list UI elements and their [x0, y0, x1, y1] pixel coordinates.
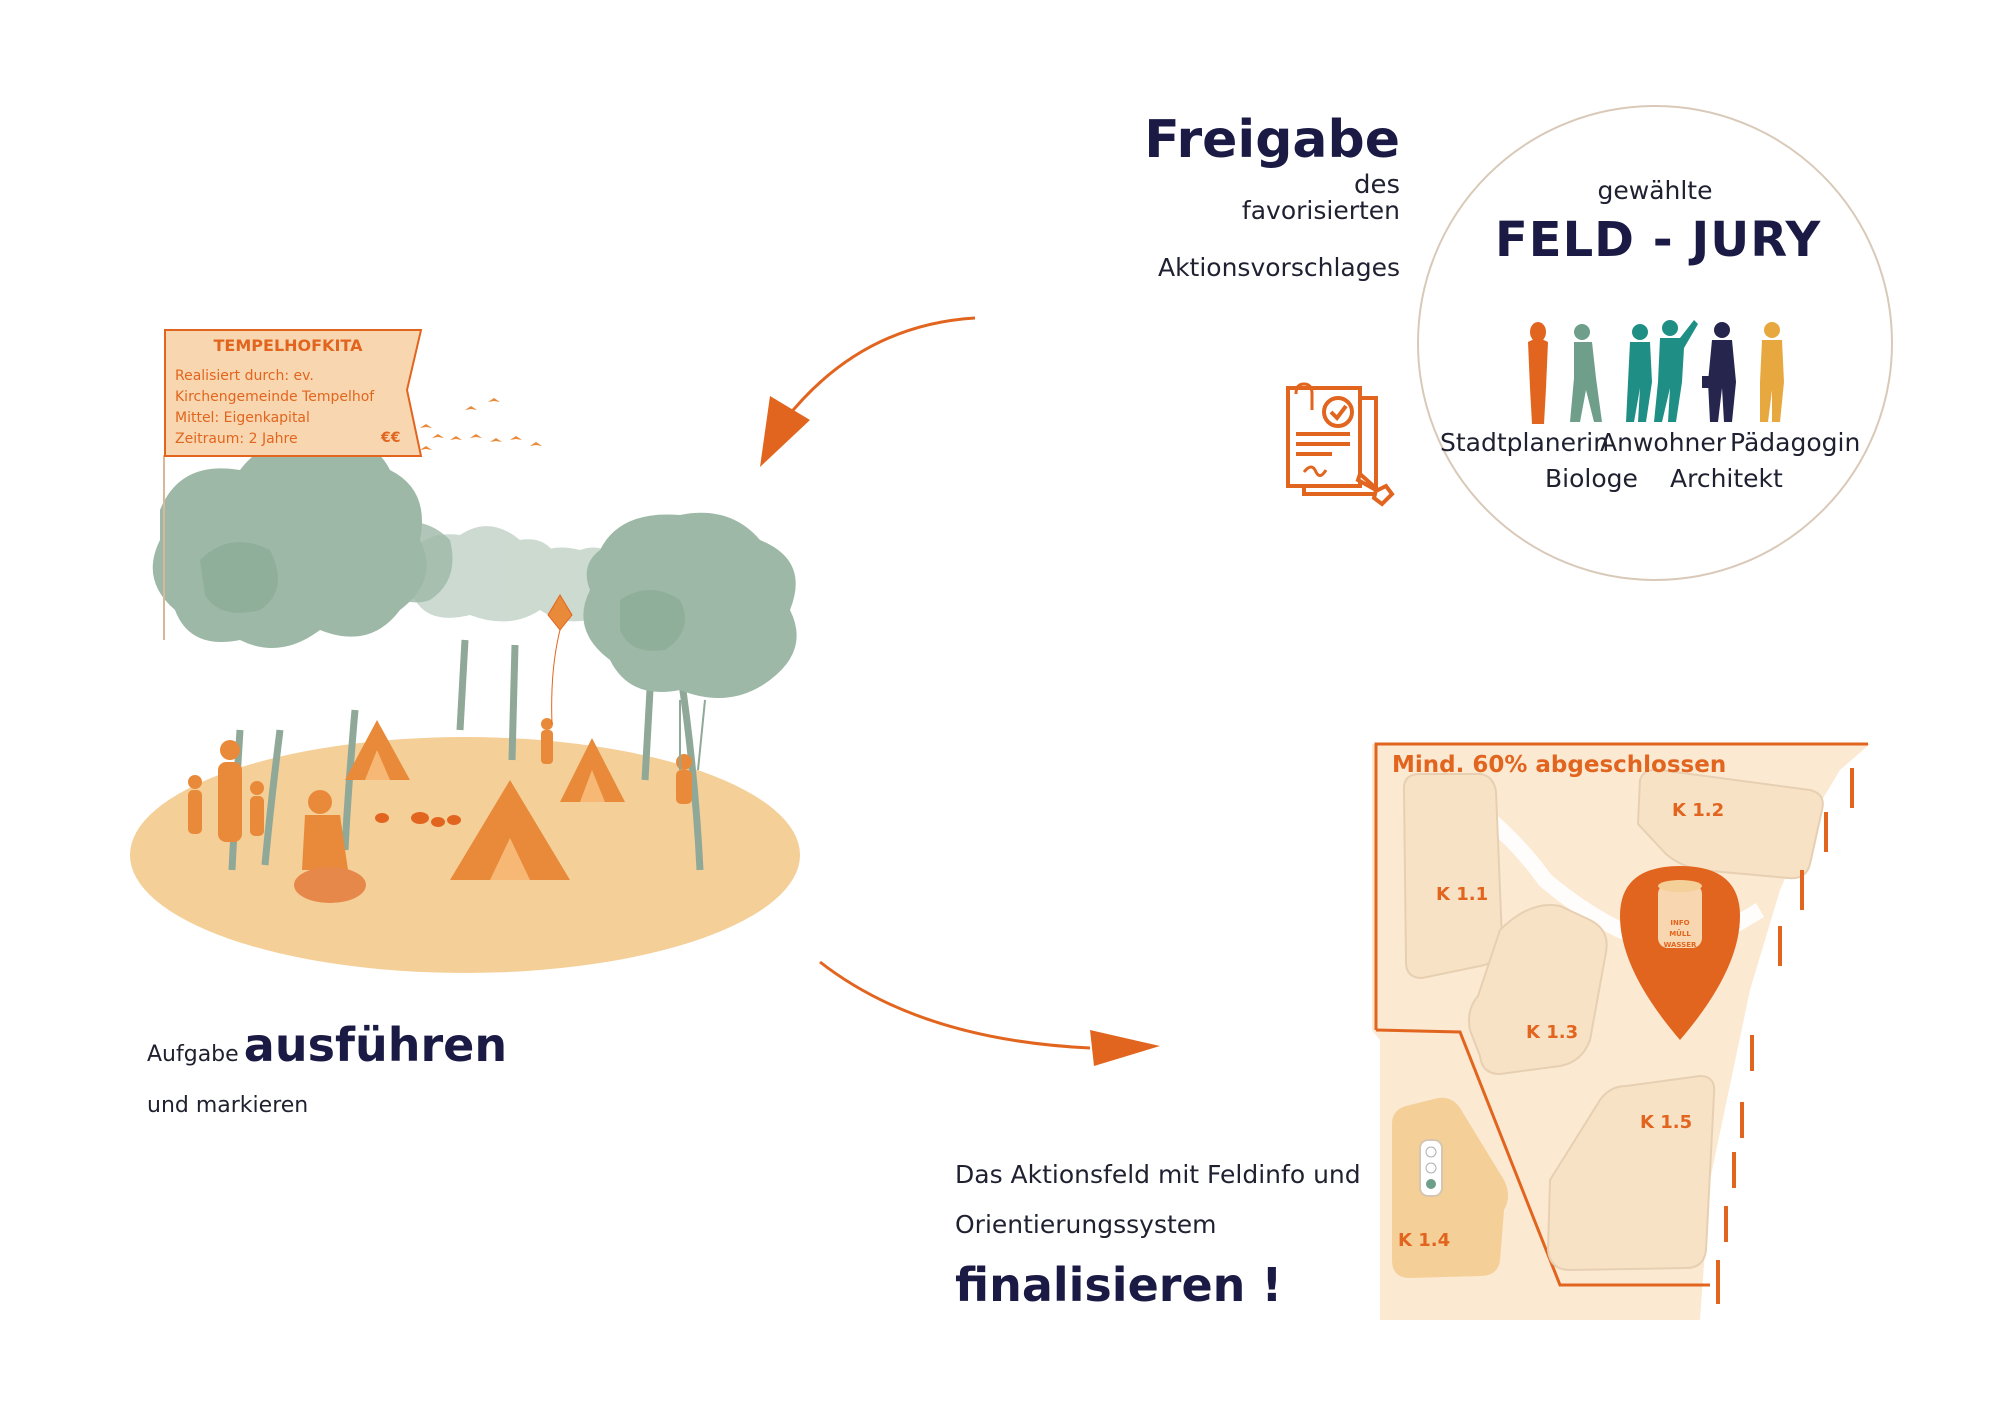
- person-biologe-icon: [1570, 324, 1602, 422]
- traffic-light-icon: [1419, 1139, 1443, 1197]
- sign-title: TEMPELHOFKITA: [213, 336, 363, 355]
- zone-k12-area: [1636, 768, 1824, 880]
- execute-heading: Aufgabe ausführen: [147, 1018, 507, 1072]
- finalize-line-1: Das Aktionsfeld mit Feldinfo und: [955, 1160, 1361, 1189]
- jury-heading: Freigabe des: [1120, 110, 1400, 200]
- jury-heading-bold: Freigabe: [1144, 110, 1400, 170]
- person-anwohner-icon: [1626, 320, 1698, 422]
- execute-prefix: Aufgabe: [147, 1042, 239, 1067]
- wc-label: WC: [1673, 963, 1687, 971]
- person-architekt-icon: [1702, 322, 1736, 422]
- zone-k15-label: K 1.5: [1640, 1112, 1693, 1133]
- finalize-line-2: Orientierungssystem: [955, 1210, 1217, 1239]
- info-pin-labels: INFO MÜLL WASSER LICHT WC: [1660, 918, 1700, 973]
- jury-circle-top: gewählte: [1597, 176, 1713, 205]
- licht-label: LICHT: [1668, 952, 1692, 960]
- field-map: [1372, 742, 1870, 1320]
- sign-line-3: Mittel: Eigenkapital: [175, 410, 310, 426]
- zone-k12-label: K 1.2: [1672, 800, 1725, 821]
- wasser-label: WASSER: [1663, 941, 1697, 949]
- zone-k11-label: K 1.1: [1436, 884, 1489, 905]
- info-label: INFO: [1670, 919, 1690, 927]
- park-illustration: [130, 398, 800, 973]
- jury-line-2: favorisierten: [1241, 196, 1400, 225]
- execute-bold: ausführen: [243, 1018, 508, 1072]
- person-paedagogin-icon: [1760, 322, 1784, 422]
- info-pin-icon: [1620, 866, 1740, 1040]
- zone-k13-area: [1468, 904, 1608, 1076]
- zone-k13-label: K 1.3: [1526, 1022, 1579, 1043]
- tent-icon: [450, 780, 570, 880]
- kite-icon: [547, 594, 573, 725]
- jury-role-stadtplanerin: Stadtplanerin: [1440, 428, 1610, 457]
- zone-k15-area: [1546, 1074, 1716, 1272]
- jury-heading-rest: des: [1353, 170, 1400, 200]
- contract-icon: [1286, 382, 1395, 507]
- jury-role-anwohner: Anwohner: [1600, 428, 1727, 457]
- jury-circle-title: FELD - JURY: [1495, 212, 1822, 268]
- jury-role-biologe: Biologe: [1545, 464, 1638, 493]
- jury-line-3: Aktionsvorschlages: [1157, 253, 1400, 282]
- tent-icon: [345, 720, 410, 780]
- project-sign: TEMPELHOFKITA Realisiert durch: ev. Kirc…: [163, 328, 425, 458]
- person-stadtplanerin-icon: [1528, 322, 1548, 424]
- execute-line-2: und markieren: [147, 1093, 309, 1118]
- muell-label: MÜLL: [1669, 930, 1691, 938]
- arrow-execute-to-finalize-icon: [819, 960, 1160, 1066]
- sign-line-2: Kirchengemeinde Tempelhof: [175, 389, 375, 405]
- sign-line-4: Zeitraum: 2 Jahre: [175, 431, 298, 447]
- sign-line-1: Realisiert durch: ev.: [175, 368, 314, 384]
- finalize-bold: finalisieren !: [955, 1258, 1283, 1312]
- field-title: Mind. 60% abgeschlossen: [1392, 752, 1727, 778]
- jury-figures: [1528, 320, 1784, 424]
- sign-lines: Realisiert durch: ev. Kirchengemeinde Te…: [175, 366, 374, 450]
- jury-role-architekt: Architekt: [1670, 464, 1783, 493]
- sign-mark: €€: [381, 430, 401, 446]
- zone-k14-label: K 1.4: [1398, 1230, 1451, 1251]
- jury-role-paedagogin: Pädagogin: [1730, 428, 1861, 457]
- tent-icon: [560, 738, 625, 802]
- zone-k11-area: [1402, 773, 1504, 980]
